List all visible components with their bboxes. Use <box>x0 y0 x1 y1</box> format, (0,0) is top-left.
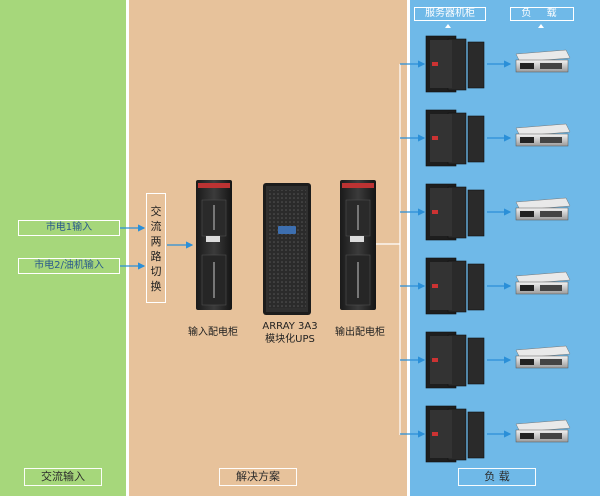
load-footer: 负 载 <box>458 468 536 486</box>
server-rack <box>425 405 485 463</box>
server-rack-header: 服务器机柜 <box>414 7 486 21</box>
server-unit <box>515 197 571 221</box>
output-panel-cabinet <box>340 180 376 310</box>
ac-input-footer: 交流输入 <box>24 468 102 486</box>
ups-caption: ARRAY 3A3 模块化UPS <box>250 320 330 346</box>
server-rack <box>425 109 485 167</box>
load-row-1 <box>400 35 571 93</box>
server-rack <box>425 35 485 93</box>
input-panel-caption: 输入配电柜 <box>188 327 238 338</box>
server-rack <box>425 183 485 241</box>
solution-footer: 解决方案 <box>219 468 297 486</box>
ups-caption-line2: 模块化UPS <box>265 334 315 345</box>
server-unit <box>515 123 571 147</box>
ac-transfer-switch: 交流两路切换 <box>146 193 166 303</box>
server-rack <box>425 257 485 315</box>
ups-cabinet <box>263 183 311 315</box>
server-unit <box>515 271 571 295</box>
load-row-2 <box>400 109 571 167</box>
load-row-5 <box>400 331 571 389</box>
load-row-4 <box>400 257 571 315</box>
server-rack <box>425 331 485 389</box>
load-row-6 <box>400 405 571 463</box>
server-unit <box>515 49 571 73</box>
ac-input-panel <box>0 0 126 496</box>
load-row-3 <box>400 183 571 241</box>
server-unit <box>515 345 571 369</box>
server-unit <box>515 419 571 443</box>
input-panel-cabinet <box>196 180 232 310</box>
load-header: 负 载 <box>510 7 574 21</box>
mains2-input-label: 市电2/油机输入 <box>18 258 120 274</box>
ups-caption-line1: ARRAY 3A3 <box>262 321 318 332</box>
mains1-input-label: 市电1输入 <box>18 220 120 236</box>
output-panel-caption: 输出配电柜 <box>335 327 385 338</box>
